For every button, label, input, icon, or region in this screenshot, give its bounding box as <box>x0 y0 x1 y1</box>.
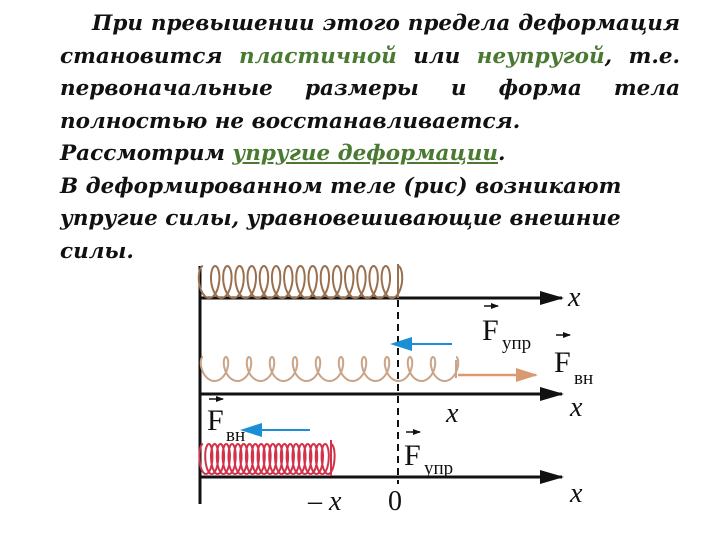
external-force-label-right: F вн <box>554 332 593 389</box>
svg-text:F: F <box>404 439 421 472</box>
svg-text:упр: упр <box>424 458 453 479</box>
paragraph-consider: Рассмотрим упругие деформации. <box>60 138 680 171</box>
elastic-force-label-bottom: F упр <box>404 429 453 479</box>
elastic-force-label-top: F упр <box>482 303 531 354</box>
axis-label-middle: x <box>569 392 583 423</box>
term-inelastic: неупругой <box>476 43 605 69</box>
paragraph2-part1: Рассмотрим <box>60 141 233 166</box>
axis-label-bottom: x <box>569 478 583 509</box>
paragraph2-part2: . <box>497 141 506 166</box>
zero-label: 0 <box>388 486 402 517</box>
term-plastic: пластичной <box>239 43 397 69</box>
svg-text:вн: вн <box>226 425 245 446</box>
svg-text:вн: вн <box>574 368 593 389</box>
slide-text: При превышении этого предела деформация … <box>60 8 680 268</box>
spring-relaxed <box>197 264 404 300</box>
svg-text:упр: упр <box>502 333 531 354</box>
svg-text:F: F <box>207 404 224 437</box>
elastic-deformations-link[interactable]: упругие деформации <box>232 141 498 166</box>
stretch-x-label: x <box>445 398 459 429</box>
paragraph-plastic-deformation: При превышении этого предела деформация … <box>60 8 680 138</box>
paragraph1-part2: или <box>396 43 477 69</box>
paragraph-elastic-forces: В деформированном теле (рис) возникают у… <box>60 173 622 264</box>
compression-minus-x-label: – x <box>307 486 342 517</box>
axis-label-top: x <box>567 282 581 313</box>
svg-text:F: F <box>554 346 571 379</box>
external-force-label-left: F вн <box>207 396 245 446</box>
paragraph1-part1: При превышении этого предела деформация … <box>60 11 680 69</box>
spring-compressed <box>198 442 336 476</box>
svg-text:F: F <box>482 314 499 347</box>
spring-stretched <box>199 355 460 383</box>
paragraph1-part3: , т.е. первоначальные размеры и форма те… <box>60 43 680 134</box>
